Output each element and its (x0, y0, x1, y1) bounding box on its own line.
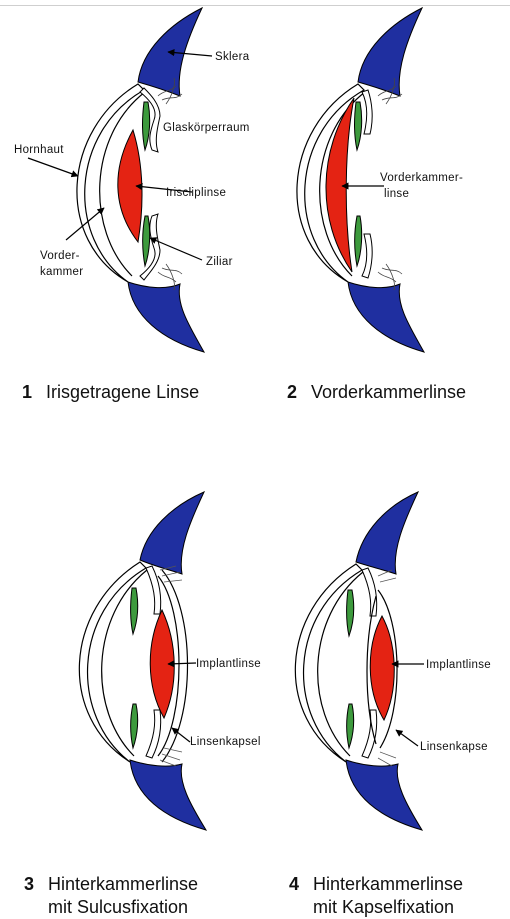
panel-4-implantlinse-shape (370, 616, 394, 720)
panel-4-iris-upper (362, 568, 377, 616)
panel-1-hornhaut-arrow (28, 158, 78, 176)
panel-3-sclera-top (140, 492, 204, 574)
panel-2-vorderkammerlinse-shape (326, 98, 354, 272)
panel-3-sclera-bottom (130, 760, 206, 830)
panel-3-iris-lower (146, 710, 161, 758)
panel-2-iris-upper (362, 90, 372, 134)
panel-2-caption-number: 2 (287, 382, 297, 402)
panel-3-sulcusfixation: Implantlinse Linsenkapsel 3 Hinterkammer… (24, 492, 261, 917)
panel-1-label-sklera: Sklera (215, 51, 250, 63)
panel-3-caption-number: 3 (24, 874, 34, 894)
panel-2-iris-lower (362, 234, 372, 278)
panel-3-label-kapsel: Linsenkapsel (190, 736, 261, 748)
panel-2-ciliary-body (355, 102, 362, 266)
panel-3-ciliary-lower (131, 704, 138, 748)
panel-1-caption: Irisgetragene Linse (46, 382, 199, 402)
panel-1-label-vorder-1: Vorder- (40, 250, 80, 262)
panel-4-caption-number: 4 (289, 874, 299, 894)
panel-3-ciliary-upper (131, 588, 138, 634)
panel-1-label-lens: Iriscliplinse (166, 187, 226, 199)
panel-3-caption-2: mit Sulcusfixation (48, 897, 188, 917)
panel-4-label-kapsel: Linsenkapse (420, 741, 488, 753)
panel-4-caption-2: mit Kapselfixation (313, 897, 454, 917)
panel-2-caption: Vorderkammerlinse (311, 382, 466, 402)
panel-2-label-lens-2: linse (384, 188, 409, 200)
panel-3-label-lens: Implantlinse (196, 658, 261, 670)
panel-1-label-hornhaut: Hornhaut (14, 144, 64, 156)
panel-1-irisgetragene-linse: Sklera Glaskörperraum Hornhaut Irisclipl… (14, 8, 250, 402)
panel-4-caption-1: Hinterkammerlinse (313, 874, 463, 894)
panel-2-vorderkammerlinse: Vorderkammer- linse 2 Vorderkammerlinse (287, 8, 466, 402)
panel-1-caption-number: 1 (22, 382, 32, 402)
panel-4-sclera-top (356, 492, 418, 574)
panel-4-iris-lower (362, 710, 377, 758)
panel-4-kapsel-arrow (396, 730, 418, 746)
panel-3-caption-1: Hinterkammerlinse (48, 874, 198, 894)
panel-3-iris-upper (146, 566, 161, 614)
panel-1-label-ziliar: Ziliar (206, 256, 233, 268)
panel-1-ciliary-body (143, 102, 150, 266)
panel-4-label-lens: Implantlinse (426, 659, 491, 671)
panel-4-kapselfixation: Implantlinse Linsenkapse 4 Hinterkammerl… (289, 492, 491, 917)
panel-4-ciliary-lower (347, 704, 354, 748)
panel-4-sclera-bottom (346, 760, 422, 830)
panel-1-label-glaskoerperraum: Glaskörperraum (163, 122, 250, 134)
panel-1-label-vorder-2: kammer (40, 266, 83, 278)
panel-2-label-lens-1: Vorderkammer- (380, 172, 463, 184)
panel-4-ciliary-upper (347, 590, 354, 636)
